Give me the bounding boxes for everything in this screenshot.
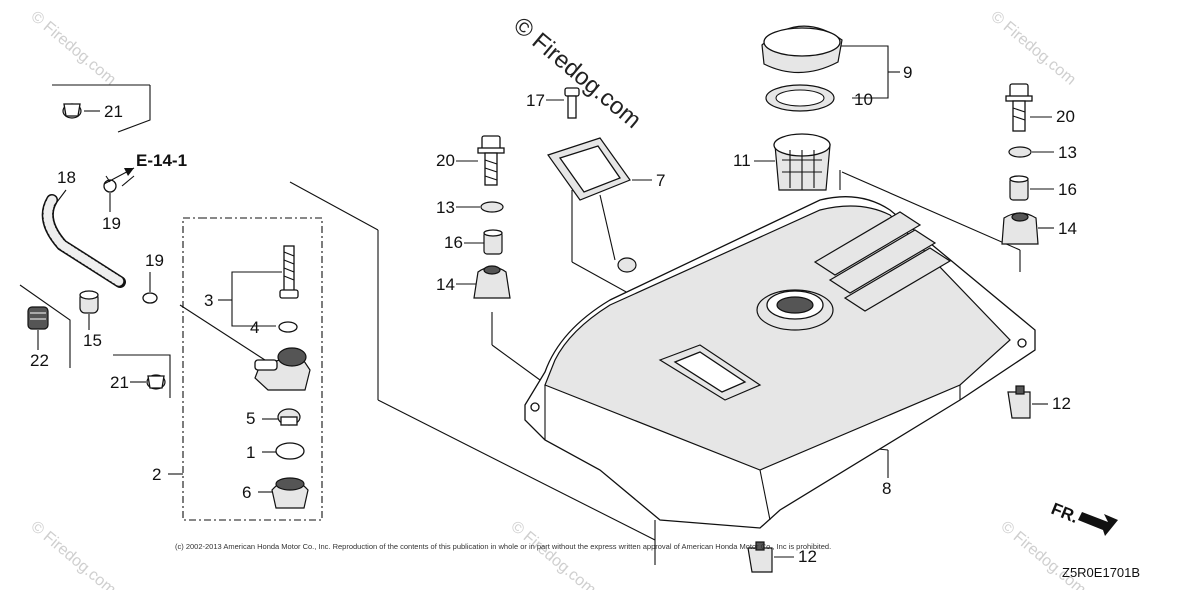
screw-17 bbox=[564, 87, 580, 119]
callout-15: 15 bbox=[83, 331, 102, 350]
callouts: 21 18 19 19 22 15 21 3 4 5 1 2 6 20 13 1… bbox=[30, 63, 1077, 566]
fuel-cock-body bbox=[254, 347, 311, 391]
bolt-20-left bbox=[477, 135, 505, 186]
mount-14-right bbox=[1001, 212, 1039, 245]
callout-14-left: 14 bbox=[436, 275, 455, 294]
filter-5 bbox=[277, 408, 301, 426]
callout-12-bottom: 12 bbox=[798, 547, 817, 566]
callout-18: 18 bbox=[57, 168, 76, 187]
callout-21-top: 21 bbox=[104, 102, 123, 121]
bracket-mid-left bbox=[113, 354, 171, 398]
callout-10: 10 bbox=[854, 90, 873, 109]
callout-16-left: 16 bbox=[444, 233, 463, 252]
callout-17: 17 bbox=[526, 91, 545, 110]
callout-ticks bbox=[37, 99, 1054, 558]
reference-label: E-14-1 bbox=[136, 151, 187, 170]
mount-14-left bbox=[473, 265, 511, 299]
callout-7: 7 bbox=[656, 171, 665, 190]
cup-6 bbox=[271, 477, 309, 509]
leader-lines bbox=[168, 45, 1021, 565]
collar-16-left bbox=[483, 229, 503, 255]
washer-13-right bbox=[1008, 146, 1032, 158]
callout-1: 1 bbox=[246, 443, 255, 462]
watermark-corner-tr: © Firedog.com bbox=[987, 8, 1078, 89]
diagram-code: Z5R0E1701B bbox=[1062, 565, 1140, 580]
watermark-corner-tl: © Firedog.com bbox=[27, 8, 118, 89]
callout-6: 6 bbox=[242, 483, 251, 502]
clip-21-top bbox=[62, 103, 82, 119]
callout-20-right: 20 bbox=[1056, 107, 1075, 126]
callout-19-top: 19 bbox=[102, 214, 121, 233]
cap-15 bbox=[79, 290, 99, 314]
callout-5: 5 bbox=[246, 409, 255, 428]
watermark-main: © Firedog.com bbox=[508, 12, 646, 134]
callout-22: 22 bbox=[30, 351, 49, 370]
clip-12-right bbox=[1007, 385, 1031, 419]
fuel-cock-group-box bbox=[182, 217, 323, 521]
callout-20-left: 20 bbox=[436, 151, 455, 170]
watermark-bottom-mid: © Firedog.com bbox=[507, 518, 598, 590]
bracket-top-left-side bbox=[117, 85, 151, 133]
fuel-tank-8 bbox=[524, 196, 1036, 529]
callout-19-lower: 19 bbox=[145, 251, 164, 270]
bracket-left-vert bbox=[19, 284, 71, 368]
callout-14-right: 14 bbox=[1058, 219, 1077, 238]
fitting-22 bbox=[27, 306, 49, 330]
callout-9: 9 bbox=[903, 63, 912, 82]
cap-9 bbox=[761, 25, 843, 74]
washer-4 bbox=[278, 321, 298, 333]
watermark-corner-bl: © Firedog.com bbox=[27, 518, 118, 590]
clip-21-mid bbox=[146, 374, 166, 390]
callout-12-right: 12 bbox=[1052, 394, 1071, 413]
callout-8: 8 bbox=[882, 479, 891, 498]
strainer-11 bbox=[773, 133, 831, 191]
screw-3 bbox=[279, 245, 299, 299]
callout-16-right: 16 bbox=[1058, 180, 1077, 199]
clip-12-bottom bbox=[747, 541, 773, 573]
front-direction-arrow: FR. bbox=[1049, 499, 1118, 536]
o-ring-1 bbox=[275, 442, 305, 460]
direction-label: FR. bbox=[1049, 499, 1082, 527]
reference-e-14-1: E-14-1 bbox=[103, 151, 187, 185]
bolt-20-right bbox=[1005, 83, 1033, 132]
callout-11: 11 bbox=[733, 151, 751, 170]
gauge-7 bbox=[547, 137, 637, 273]
callout-3: 3 bbox=[204, 291, 213, 310]
washer-13-left bbox=[480, 201, 504, 213]
copyright-notice: (c) 2002-2013 American Honda Motor Co., … bbox=[175, 542, 831, 551]
collar-16-right bbox=[1009, 175, 1029, 201]
callout-2: 2 bbox=[152, 465, 161, 484]
callout-21-mid: 21 bbox=[110, 373, 129, 392]
callout-13-right: 13 bbox=[1058, 143, 1077, 162]
callout-4: 4 bbox=[250, 318, 259, 337]
tube-clip-19-lower bbox=[142, 292, 158, 304]
callout-13-left: 13 bbox=[436, 198, 455, 217]
